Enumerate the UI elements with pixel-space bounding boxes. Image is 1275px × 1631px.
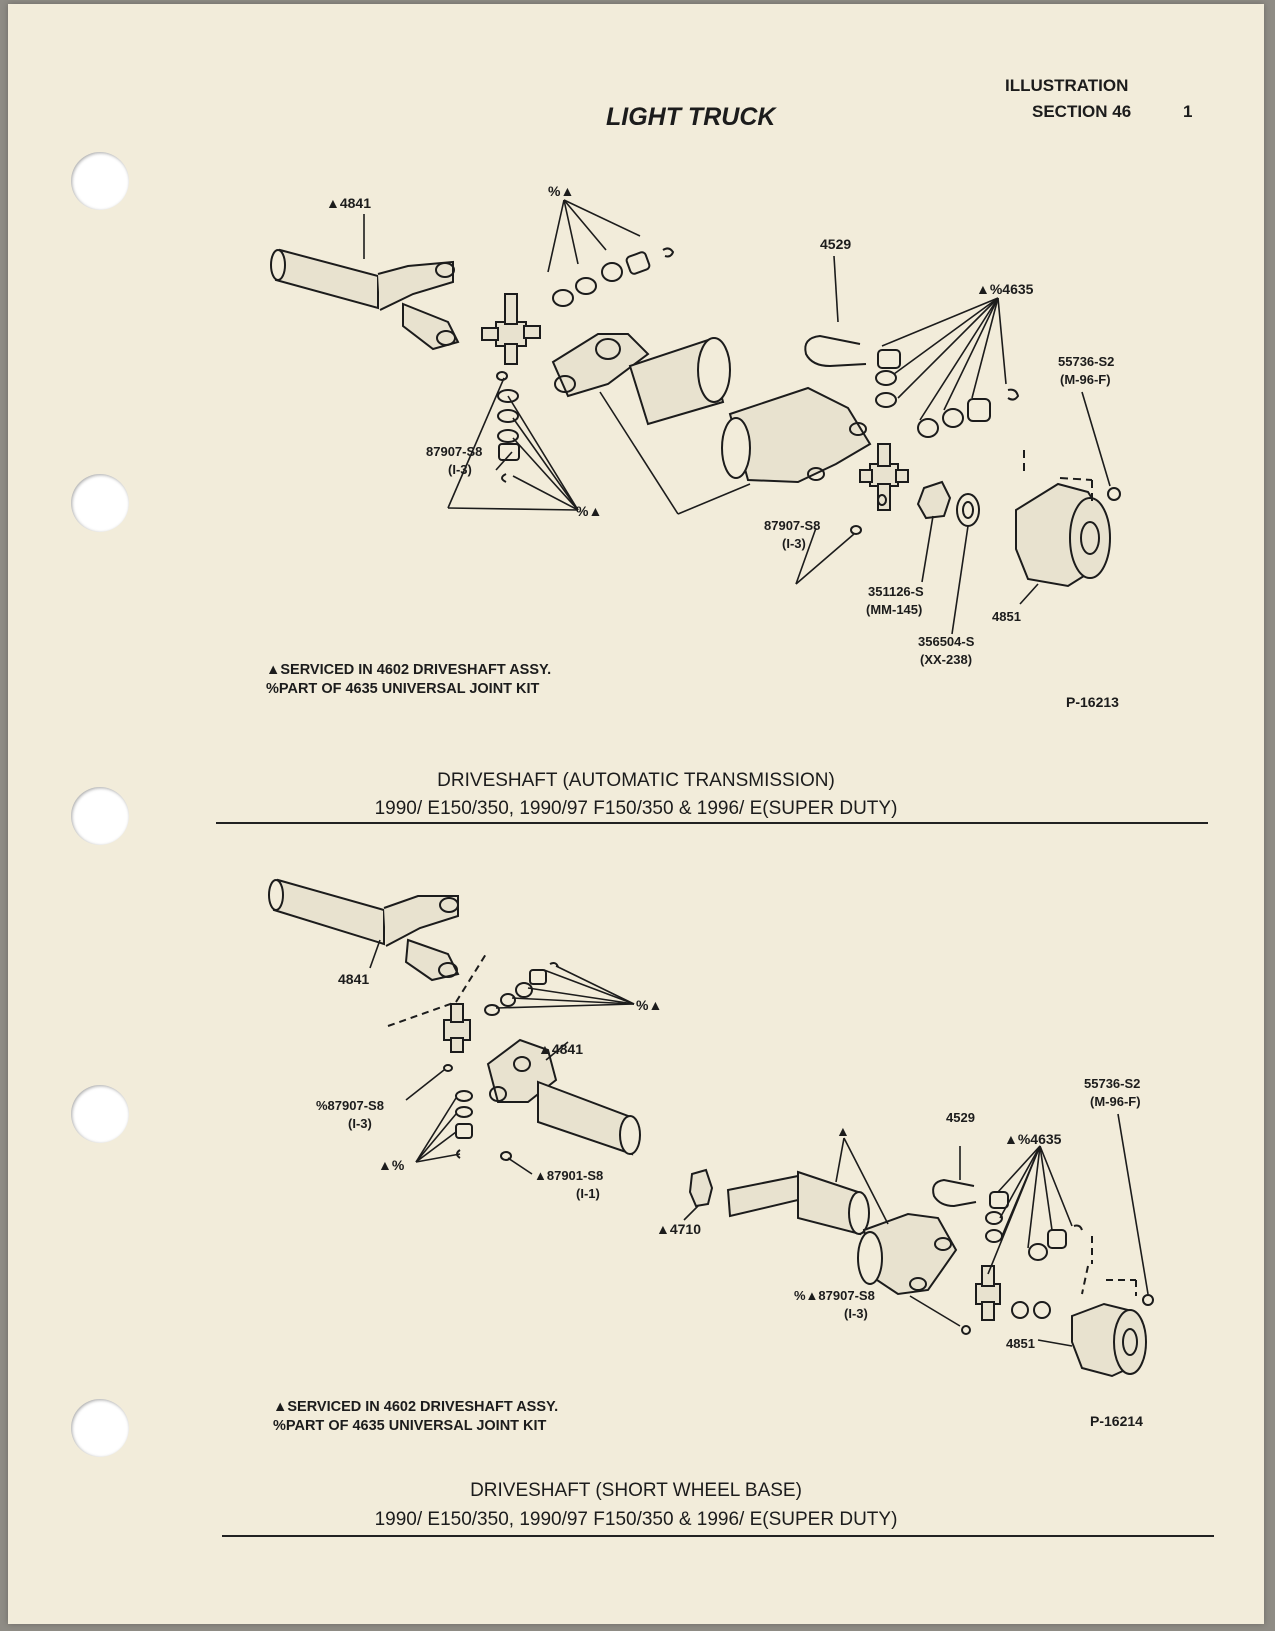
callout-4841-2: 4841 [338, 971, 369, 987]
callout-4710: ▲4710 [656, 1221, 701, 1237]
splined-shaft-drawing [726, 1170, 870, 1236]
callout-87907-b: 87907-S8 [764, 518, 820, 533]
callout-87907-a: 87907-S8 [426, 444, 482, 459]
caption-2-title: DRIVESHAFT (SHORT WHEEL BASE) [470, 1480, 802, 1501]
binder-hole [71, 1399, 129, 1457]
divider-rule-1 [216, 822, 1208, 824]
header-section: SECTION 46 [1032, 102, 1132, 121]
caption-1-title: DRIVESHAFT (AUTOMATIC TRANSMISSION) [437, 770, 835, 791]
binder-hole [71, 474, 129, 532]
spider-cross-drawing-2 [443, 1003, 471, 1053]
callout-kit-low-2: ▲% [378, 1157, 405, 1173]
callout-4851-2: 4851 [1006, 1336, 1035, 1351]
callout-87907-b-spec: (I-3) [782, 536, 806, 551]
callout-87907-2-spec: (I-3) [348, 1116, 372, 1131]
callout-87907-b-2-spec: (I-3) [844, 1306, 868, 1321]
legend-part-2: %PART OF 4635 UNIVERSAL JOINT KIT [273, 1418, 547, 1434]
spider-cross-drawing-3 [975, 1265, 1001, 1321]
legend-serviced-1: ▲SERVICED IN 4602 DRIVESHAFT ASSY. [266, 662, 552, 678]
callout-87901: ▲87901-S8 [534, 1168, 603, 1183]
driveshaft-automatic-diagram: ▲4841 %▲ 4529 ▲%4635 55736-S2 (M-96-F) 8… [270, 183, 1121, 667]
slip-yoke-4841-drawing [270, 248, 460, 351]
callout-356504-spec: (XX-238) [920, 652, 972, 667]
caption-1-models: 1990/ E150/350, 1990/97 F150/350 & 1996/… [374, 798, 898, 819]
callout-87907-b-2: %▲87907-S8 [794, 1288, 875, 1303]
caption-2-models: 1990/ E150/350, 1990/97 F150/350 & 1996/… [374, 1509, 898, 1530]
slip-yoke-4841-drawing-2 [268, 878, 460, 982]
divider-rule-2 [222, 1535, 1214, 1537]
callout-55736-spec: (M-96-F) [1060, 372, 1111, 387]
callout-4529: 4529 [820, 236, 851, 252]
binder-hole [71, 787, 129, 845]
callout-4851: 4851 [992, 609, 1021, 624]
callout-55736: 55736-S2 [1058, 354, 1114, 369]
companion-flange-drawing-2 [1071, 1302, 1147, 1378]
callout-kit-2: %▲ [636, 997, 662, 1013]
spider-cross-drawing [481, 293, 541, 365]
header-page-number: 1 [1183, 102, 1193, 121]
callout-351126-spec: (MM-145) [866, 602, 922, 617]
spider-cross-2-drawing [859, 443, 909, 511]
callout-serviced-2: ▲ [836, 1123, 850, 1139]
callout-351126: 351126-S [868, 584, 924, 599]
callout-4635: ▲%4635 [976, 281, 1034, 297]
callout-55736-2-spec: (M-96-F) [1090, 1094, 1141, 1109]
callout-87907-2: %87907-S8 [316, 1098, 384, 1113]
callout-4841: ▲4841 [326, 195, 371, 211]
callout-87901-spec: (I-1) [576, 1186, 600, 1201]
tube-yoke-drawing [721, 386, 872, 484]
companion-flange-drawing [1015, 482, 1111, 588]
callout-kit-low: %▲ [576, 503, 602, 519]
callout-kit-top: %▲ [548, 183, 574, 199]
binder-hole [71, 1085, 129, 1143]
center-tube-drawing [551, 333, 731, 426]
slip-yoke-drawing-2 [857, 1212, 958, 1296]
binder-hole [71, 152, 129, 210]
callout-87907-a-spec: (I-3) [448, 462, 472, 477]
manual-page: ILLUSTRATION SECTION 46 1 LIGHT TRUCK [8, 4, 1264, 1624]
legend-serviced-2: ▲SERVICED IN 4602 DRIVESHAFT ASSY. [273, 1399, 559, 1415]
callout-4841-tube: ▲4841 [538, 1041, 583, 1057]
header-illustration: ILLUSTRATION [1005, 76, 1129, 95]
tube-yoke-4841-drawing [486, 1038, 641, 1156]
figure-id-1: P-16213 [1066, 694, 1119, 710]
legend-part-1: %PART OF 4635 UNIVERSAL JOINT KIT [266, 681, 540, 697]
callout-356504: 356504-S [918, 634, 975, 649]
callout-4635-2: ▲%4635 [1004, 1131, 1062, 1147]
callout-4529-2: 4529 [946, 1110, 975, 1125]
callout-55736-2: 55736-S2 [1084, 1076, 1140, 1091]
page-title: LIGHT TRUCK [606, 103, 776, 131]
figure-id-2: P-16214 [1090, 1413, 1143, 1429]
